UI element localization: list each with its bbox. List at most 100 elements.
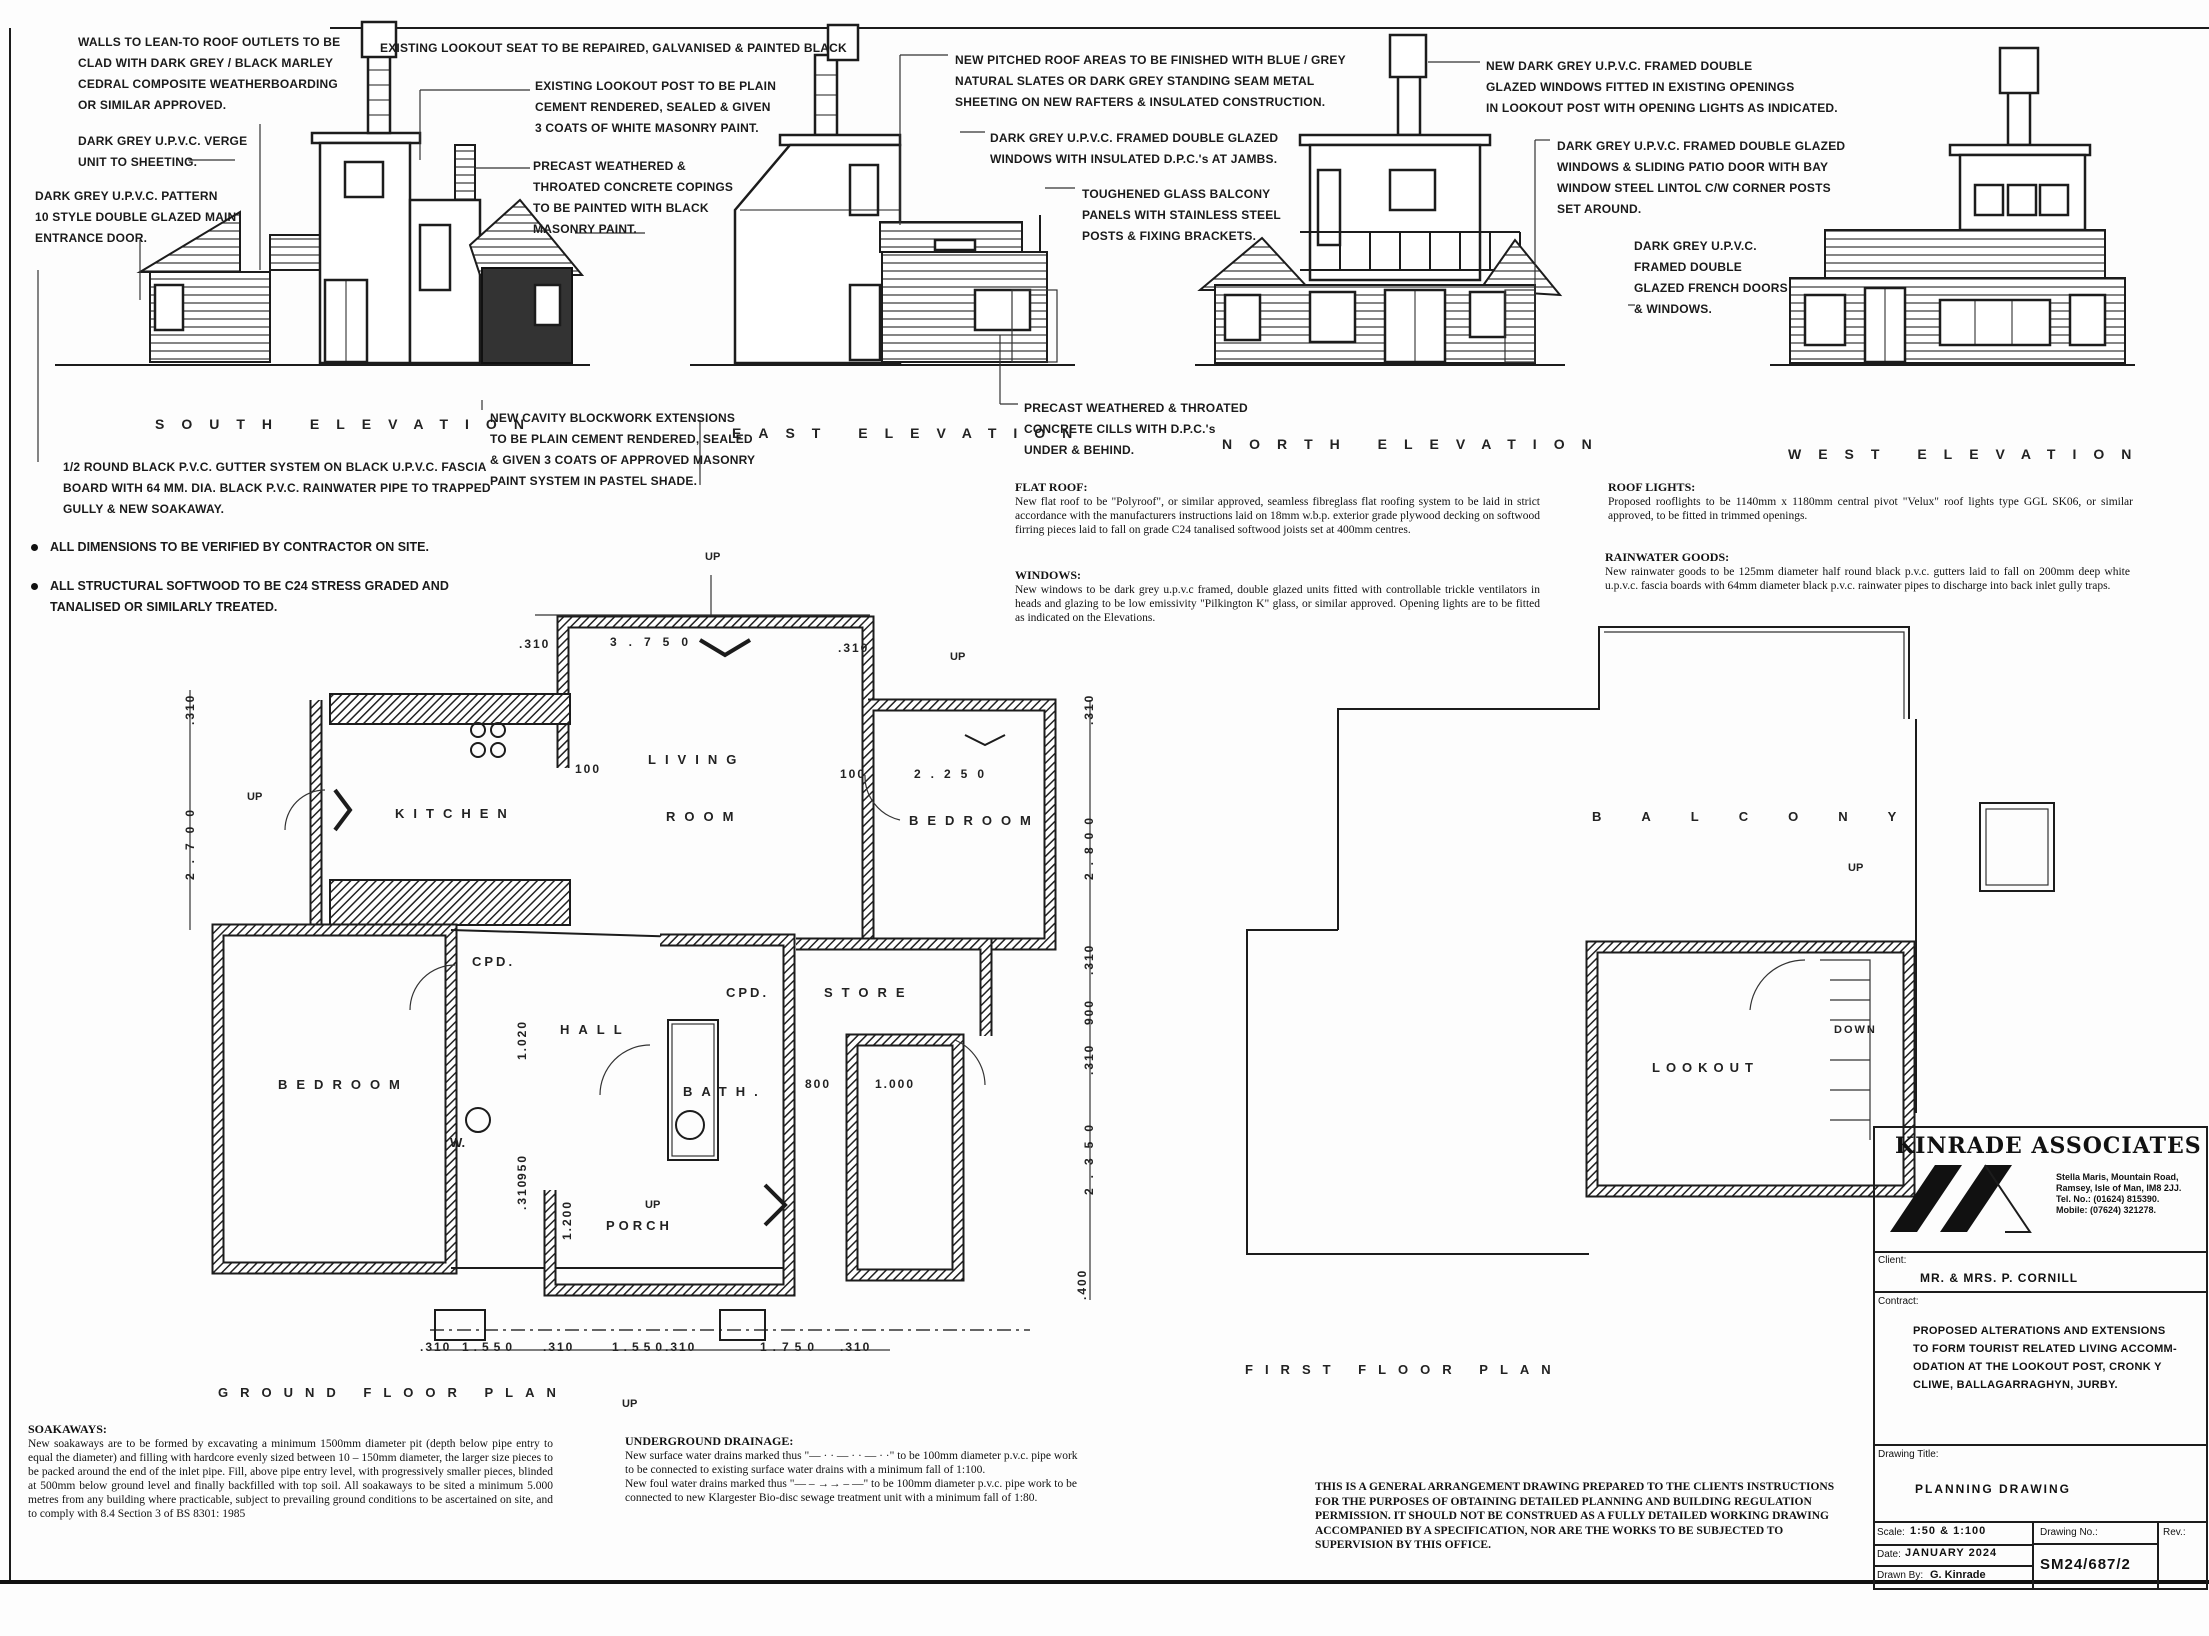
sheet-border — [0, 27, 2209, 1584]
text-line: UNIT TO SHEETING. — [78, 155, 198, 169]
text-line: DARK GREY U.P.V.C. VERGE — [78, 134, 248, 148]
rev-caption: Rev.: — [2163, 1527, 2186, 1538]
dimension-label: .310 — [1082, 693, 1096, 725]
spec-heading: RAINWATER GOODS: — [1605, 550, 1730, 564]
text-line: PAINT SYSTEM IN PASTEL SHADE. — [490, 474, 698, 488]
south-elevation-label: SOUTH ELEVATION — [155, 416, 541, 432]
room-living-line1: LIVING — [648, 752, 746, 767]
room-cpd-2: CPD. — [726, 985, 770, 1000]
note-text: ALL DIMENSIONS TO BE VERIFIED BY CONTRAC… — [50, 540, 429, 554]
text-line: & WINDOWS. — [1634, 302, 1712, 316]
text-line: Tel. No.: (01624) 815390. — [2056, 1194, 2160, 1204]
dimension-label: .310 — [840, 1340, 872, 1354]
text-line: EXISTING LOOKOUT POST TO BE PLAIN — [535, 79, 777, 93]
text-line: 3 COATS OF WHITE MASONRY PAINT. — [535, 121, 759, 135]
text-line: NEW PITCHED ROOF AREAS TO BE FINISHED WI… — [955, 53, 1346, 67]
dimension-label: .310 — [519, 637, 551, 651]
text-line: ENTRANCE DOOR. — [35, 231, 148, 245]
dimension-label: 2.800 — [1082, 809, 1096, 880]
dimension-label: 1.000 — [875, 1077, 916, 1091]
spec-heading: ROOF LIGHTS: — [1608, 480, 1696, 494]
text-line: TO BE PLAIN CEMENT RENDERED, SEALED — [490, 432, 753, 446]
spec-soakaways: SOAKAWAYS: New soakaways are to be forme… — [28, 1422, 553, 1521]
text-line: POSTS & FIXING BRACKETS. — [1082, 229, 1257, 243]
text-line: TO FORM TOURIST RELATED LIVING ACCOMM- — [1913, 1343, 2177, 1355]
drawing-title-caption: Drawing Title: — [1878, 1449, 1939, 1460]
dimension-label: .310 — [1082, 943, 1096, 975]
drawing-no-caption: Drawing No.: — [2040, 1527, 2098, 1538]
text-line: WINDOWS & SLIDING PATIO DOOR WITH BAY — [1557, 160, 1829, 174]
room-bedroom-right: BEDROOM — [909, 813, 1040, 828]
ground-floor-plan-label: GROUND FLOOR PLAN — [218, 1385, 568, 1400]
text-line: TO BE PAINTED WITH BLACK — [533, 201, 709, 215]
text-line: PRECAST WEATHERED & THROATED — [1024, 401, 1248, 415]
text-line: FRAMED DOUBLE — [1634, 260, 1742, 274]
company-logo — [1890, 1164, 2032, 1233]
text-line: PANELS WITH STAINLESS STEEL — [1082, 208, 1281, 222]
text-line: GLAZED FRENCH DOORS — [1634, 281, 1788, 295]
spec-rainwater-goods: RAINWATER GOODS: New rainwater goods to … — [1605, 550, 2130, 593]
dimension-label: 800 — [805, 1077, 832, 1091]
text-line: MASONRY PAINT. — [533, 222, 637, 236]
dimension-label: 950 — [515, 1153, 529, 1180]
date-value: JANUARY 2024 — [1905, 1547, 1998, 1559]
company-name: KINRADE ASSOCIATES — [1895, 1133, 2202, 1159]
spec-body: New rainwater goods to be 125mm diameter… — [1605, 566, 2130, 592]
text-line: SHEETING ON NEW RAFTERS & INSULATED CONS… — [955, 95, 1326, 109]
annotation-leaders — [37, 54, 1635, 485]
dimension-label: .310 — [183, 693, 197, 725]
stair-up-label: UP — [950, 651, 966, 663]
spec-body: New soakaways are to be formed by excava… — [28, 1438, 553, 1520]
company-address: Stella Maris, Mountain Road,Ramsey, Isle… — [2056, 1172, 2181, 1216]
text-line: Mobile: (07624) 321278. — [2056, 1205, 2157, 1215]
dimension-label: .310 — [543, 1340, 575, 1354]
text-line: WINDOW STEEL LINTOL C/W CORNER POSTS — [1557, 181, 1831, 195]
north-elevation-label: NORTH ELEVATION — [1222, 436, 1609, 452]
spec-body: New surface water drains marked thus "— … — [625, 1449, 1165, 1505]
annotation-concrete-copings: PRECAST WEATHERED &THROATED CONCRETE COP… — [533, 156, 733, 240]
drawing-title: PLANNING DRAWING — [1915, 1482, 2071, 1496]
text-line: WALLS TO LEAN-TO ROOF OUTLETS TO BE — [78, 35, 341, 49]
text-line: connected to new Klargester Bio-disc sew… — [625, 1492, 1038, 1504]
text-line: to be connected to existing surface wate… — [625, 1464, 986, 1476]
text-line: OR SIMILAR APPROVED. — [78, 98, 227, 112]
note-text: TANALISED OR SIMILARLY TREATED. — [50, 600, 278, 614]
stair-up-label: UP — [1848, 862, 1864, 874]
west-elevation-label: WEST ELEVATION — [1788, 446, 2149, 462]
room-hall: HALL — [560, 1022, 631, 1037]
spec-heading: UNDERGROUND DRAINAGE: — [625, 1434, 794, 1448]
general-note-dimensions: ALL DIMENSIONS TO BE VERIFIED BY CONTRAC… — [31, 537, 429, 558]
text-line: TOUGHENED GLASS BALCONY — [1082, 187, 1271, 201]
dimension-label: 3.750 — [610, 635, 701, 649]
text-line: Ramsey, Isle of Man, IM8 2JJ. — [2056, 1183, 2182, 1193]
west-elevation-drawing — [1770, 46, 2135, 366]
spec-roof-lights: ROOF LIGHTS: Proposed rooflights to be 1… — [1608, 480, 2133, 523]
text-line: CEMENT RENDERED, SEALED & GIVEN — [535, 100, 771, 114]
text-line: GLAZED WINDOWS FITTED IN EXISTING OPENIN… — [1486, 80, 1795, 94]
dimension-label: .400 — [1075, 1268, 1089, 1300]
annotation-gutter-system: 1/2 ROUND BLACK P.V.C. GUTTER SYSTEM ON … — [63, 457, 491, 520]
spec-body: New windows to be dark grey u.p.v.c fram… — [1015, 584, 1540, 624]
dimension-label: 100 — [575, 762, 602, 776]
date-caption: Date: — [1877, 1549, 1901, 1560]
spec-heading: FLAT ROOF: — [1015, 480, 1088, 494]
annotation-glass-balcony: TOUGHENED GLASS BALCONY PANELS WITH STAIN… — [1082, 184, 1281, 247]
client-name: MR. & MRS. P. CORNILL — [1920, 1271, 2079, 1285]
annotation-verge-unit: DARK GREY U.P.V.C. VERGE UNIT TO SHEETING… — [78, 131, 247, 173]
bullet-icon — [31, 583, 38, 591]
annotation-lookout-post-render: EXISTING LOOKOUT POST TO BE PLAIN CEMENT … — [535, 76, 776, 139]
text-line: New surface water drains marked thus "— … — [625, 1450, 1078, 1462]
dimension-label: .310 — [420, 1340, 452, 1354]
dimension-label: .310 — [665, 1340, 697, 1354]
stair-up-label: UP — [247, 791, 263, 803]
spec-body: New flat roof to be "Polyroof", or simil… — [1015, 496, 1540, 536]
text-line: WINDOWS WITH INSULATED D.P.C.'s AT JAMBS… — [990, 152, 1278, 166]
